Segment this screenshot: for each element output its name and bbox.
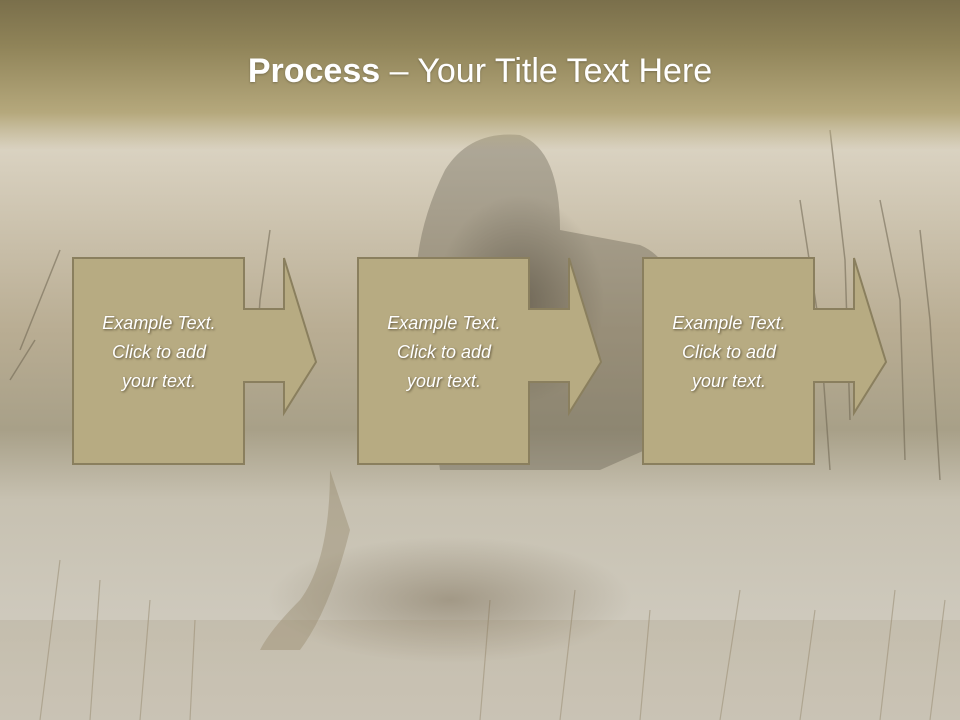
step-text-1[interactable]: Example Text. Click to add your text.	[78, 309, 240, 396]
step-2-line-3: your text.	[406, 371, 482, 391]
step-2-line-2: Click to add	[396, 342, 492, 362]
slide-title-rest: – Your Title Text Here	[380, 52, 713, 90]
step-1-line-3: your text.	[121, 371, 197, 391]
step-shape-1	[72, 257, 318, 465]
step-shape-2	[357, 257, 603, 465]
step-text-3[interactable]: Example Text. Click to add your text.	[648, 309, 810, 396]
process-step-3[interactable]: Example Text. Click to add your text.	[642, 257, 888, 465]
step-2-line-1: Example Text.	[387, 313, 501, 333]
step-1-line-2: Click to add	[111, 342, 207, 362]
step-text-2[interactable]: Example Text. Click to add your text.	[363, 309, 525, 396]
process-step-2[interactable]: Example Text. Click to add your text.	[357, 257, 603, 465]
slide-title[interactable]: Process – Your Title Text Here	[0, 52, 960, 91]
step-1-line-1: Example Text.	[102, 313, 216, 333]
step-3-line-1: Example Text.	[672, 313, 786, 333]
step-shape-3	[642, 257, 888, 465]
step-3-line-2: Click to add	[681, 342, 777, 362]
step-3-line-3: your text.	[691, 371, 767, 391]
slide-title-bold: Process	[247, 52, 381, 90]
title-bar	[0, 0, 960, 150]
process-step-1[interactable]: Example Text. Click to add your text.	[72, 257, 318, 465]
